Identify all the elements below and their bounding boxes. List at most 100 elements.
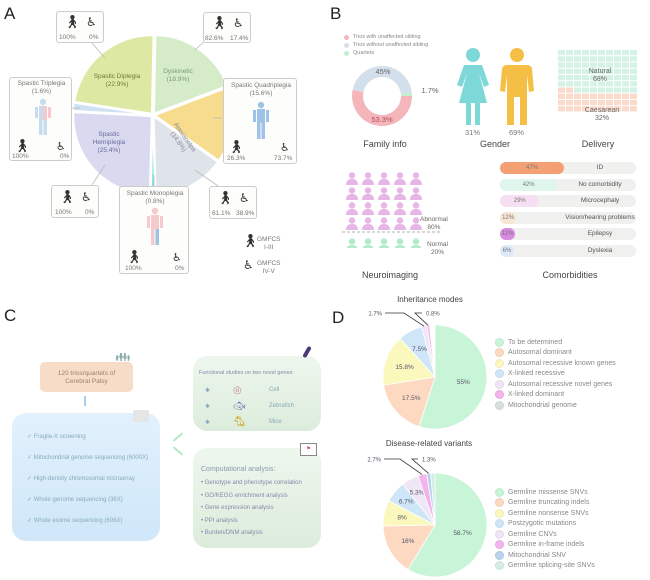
legend-swatch: [495, 519, 504, 529]
waffle-cell-caesarean: [582, 106, 589, 112]
legend-item: Germline missense SNVs: [495, 487, 595, 498]
waffle-cell-natural: [566, 50, 573, 56]
legend-item: Trios without unaffected sibling: [344, 41, 428, 49]
legend-sublabel: I-III: [264, 243, 274, 251]
waffle-cell-natural: [574, 81, 581, 87]
functional-label: Zebrafish: [269, 403, 295, 409]
arrow-connector: [172, 432, 184, 442]
connector-line: [91, 164, 106, 186]
waffle-cell-natural: [630, 62, 637, 68]
legend-label: Trios with unaffected sibling: [353, 34, 421, 40]
wheel-pct: 0%: [89, 34, 99, 41]
comorbidity-row: 47%ID: [500, 162, 636, 174]
waffle-cell-caesarean: [598, 93, 605, 99]
computational-item: • Burden/DNM analysis: [201, 530, 263, 536]
comorbidity-bar: 42%: [500, 178, 558, 191]
pie-slice-germline-splicing-site-snvs: [430, 472, 436, 526]
dyskinetic-gmfcs-box: 🚶︎ ♿︎ 82.6% 17.4%: [203, 12, 251, 43]
waffle-cell-natural: [558, 81, 565, 87]
waffle-cell-natural: [582, 62, 589, 68]
donut-slice-quartets: [400, 92, 412, 96]
waffle-cell-natural: [630, 50, 637, 56]
comorbidity-row: 11%Epilepsy: [500, 228, 636, 240]
pie-label: 5.3%: [410, 490, 425, 497]
sequencing-item: ✓ Mitochondrial genome sequencing (6000X…: [27, 455, 149, 461]
donut-label-trios-with: 53.3%: [371, 115, 393, 124]
legend-swatch: [495, 369, 504, 379]
waffle-cell-caesarean: [606, 106, 613, 112]
pie-label: 1.7%: [368, 312, 382, 318]
legend-label: Mitochondrial SNV: [508, 551, 566, 559]
legend-label: Autosomal recessive novel genes: [508, 380, 613, 388]
wheelchair-icon: ♿︎: [86, 15, 97, 29]
waffle-cell-natural: [622, 74, 629, 81]
caesarean-name: Caesarean: [584, 107, 620, 114]
computational-list: • Genotype and phenotype correlation• GO…: [201, 480, 302, 543]
legend-swatch: [495, 358, 504, 368]
family-legend: Trios with unaffected sibling Trios with…: [344, 33, 428, 57]
computational-item: • Genotype and phenotype correlation: [201, 480, 302, 486]
legend-swatch: [495, 508, 504, 518]
legend-swatch: [495, 550, 504, 560]
comorbidity-row: 6%Dyslexia: [500, 244, 636, 257]
diplegia-label: Spastic Diplegia (22.9%): [92, 73, 142, 89]
pie-slice-germline-missense-snvs: [407, 472, 488, 578]
legend-swatch: [495, 379, 504, 389]
legend-label: Trios without unaffected sibling: [353, 42, 429, 48]
pie-label: 8%: [397, 515, 407, 522]
family-info-caption: Family info: [363, 139, 407, 149]
comorbidity-row: 29%Microcephaly: [500, 195, 636, 207]
waffle-cell-natural: [566, 62, 573, 68]
pie-label: 6.7%: [399, 499, 414, 506]
legend-item: Germline CNVs: [495, 529, 595, 540]
gmfcs-wheel-legend: GMFCS IV-V: [257, 260, 280, 276]
waffle-cell-caesarean: [558, 99, 565, 106]
legend-item: Autosomal dominant: [495, 348, 616, 359]
family-donut-chart: 45% 53.3% 1.7%: [352, 65, 439, 127]
waffle-cell-natural: [582, 74, 589, 81]
pie-label: 7.5%: [412, 346, 427, 353]
person-icon-abnormal: [378, 202, 390, 215]
wheel-pct: 38.9%: [236, 210, 255, 217]
waffle-cell-natural: [630, 74, 637, 81]
legend-item: Quartets: [344, 49, 428, 57]
walk-pct: 61.1%: [212, 210, 231, 217]
walk-pct: 100%: [55, 209, 72, 216]
walk-pct: 26.3%: [227, 155, 246, 162]
waffle-cell-natural: [598, 56, 605, 62]
dyskinetic-label: Dyskinetic (18.9%): [153, 68, 203, 84]
person-icon-abnormal: [410, 202, 422, 215]
walk-pct: 100%: [59, 34, 76, 41]
legend-item: Mitochondrial SNV: [495, 550, 595, 561]
male-figure-icon: [500, 48, 534, 125]
legend-label: Germline CNVs: [508, 530, 557, 538]
waffle-cell-caesarean: [622, 106, 629, 112]
waffle-cell-natural: [606, 62, 613, 68]
sequencing-item: ✓ Fragile-X screening: [27, 434, 86, 440]
arrow-connector: [172, 446, 184, 456]
pie-label: 15.8%: [395, 364, 414, 371]
person-icon-abnormal: [362, 217, 374, 230]
person-icon-abnormal: [394, 217, 406, 230]
person-icon-abnormal: [378, 217, 390, 230]
subtype-pie-chart: [72, 34, 234, 196]
waffle-cell-caesarean: [630, 99, 637, 106]
sequencer-icon: [133, 410, 149, 422]
wheelchair-icon: ♿︎: [280, 142, 290, 154]
wheelchair-icon: ♿︎: [81, 190, 92, 204]
comorbidity-bar: 6%: [500, 244, 514, 257]
legend-item: To be determined: [495, 337, 616, 348]
person-icon-abnormal: [362, 172, 374, 185]
waffle-cell-natural: [566, 68, 573, 74]
donut-label-trios-without: 45%: [375, 67, 390, 76]
hemiplegia-gmfcs-box: 🚶︎ ♿︎ 100% 0%: [51, 185, 99, 218]
waffle-cell-natural: [622, 81, 629, 87]
panel-c-letter: C: [4, 306, 17, 325]
wheelchair-icon: ♿︎: [233, 16, 244, 30]
person-icon-abnormal: [346, 187, 358, 200]
pie-label: 1.3%: [422, 458, 436, 464]
functional-title: Functional studies on two novel genes:: [199, 370, 294, 376]
inheritance-title: Inheritance modes: [397, 295, 463, 304]
wheel-pct: 73.7%: [274, 155, 293, 162]
variants-pie-chart: 58.7%16%8%6.7%5.3%2.7%1.3%: [367, 458, 488, 578]
